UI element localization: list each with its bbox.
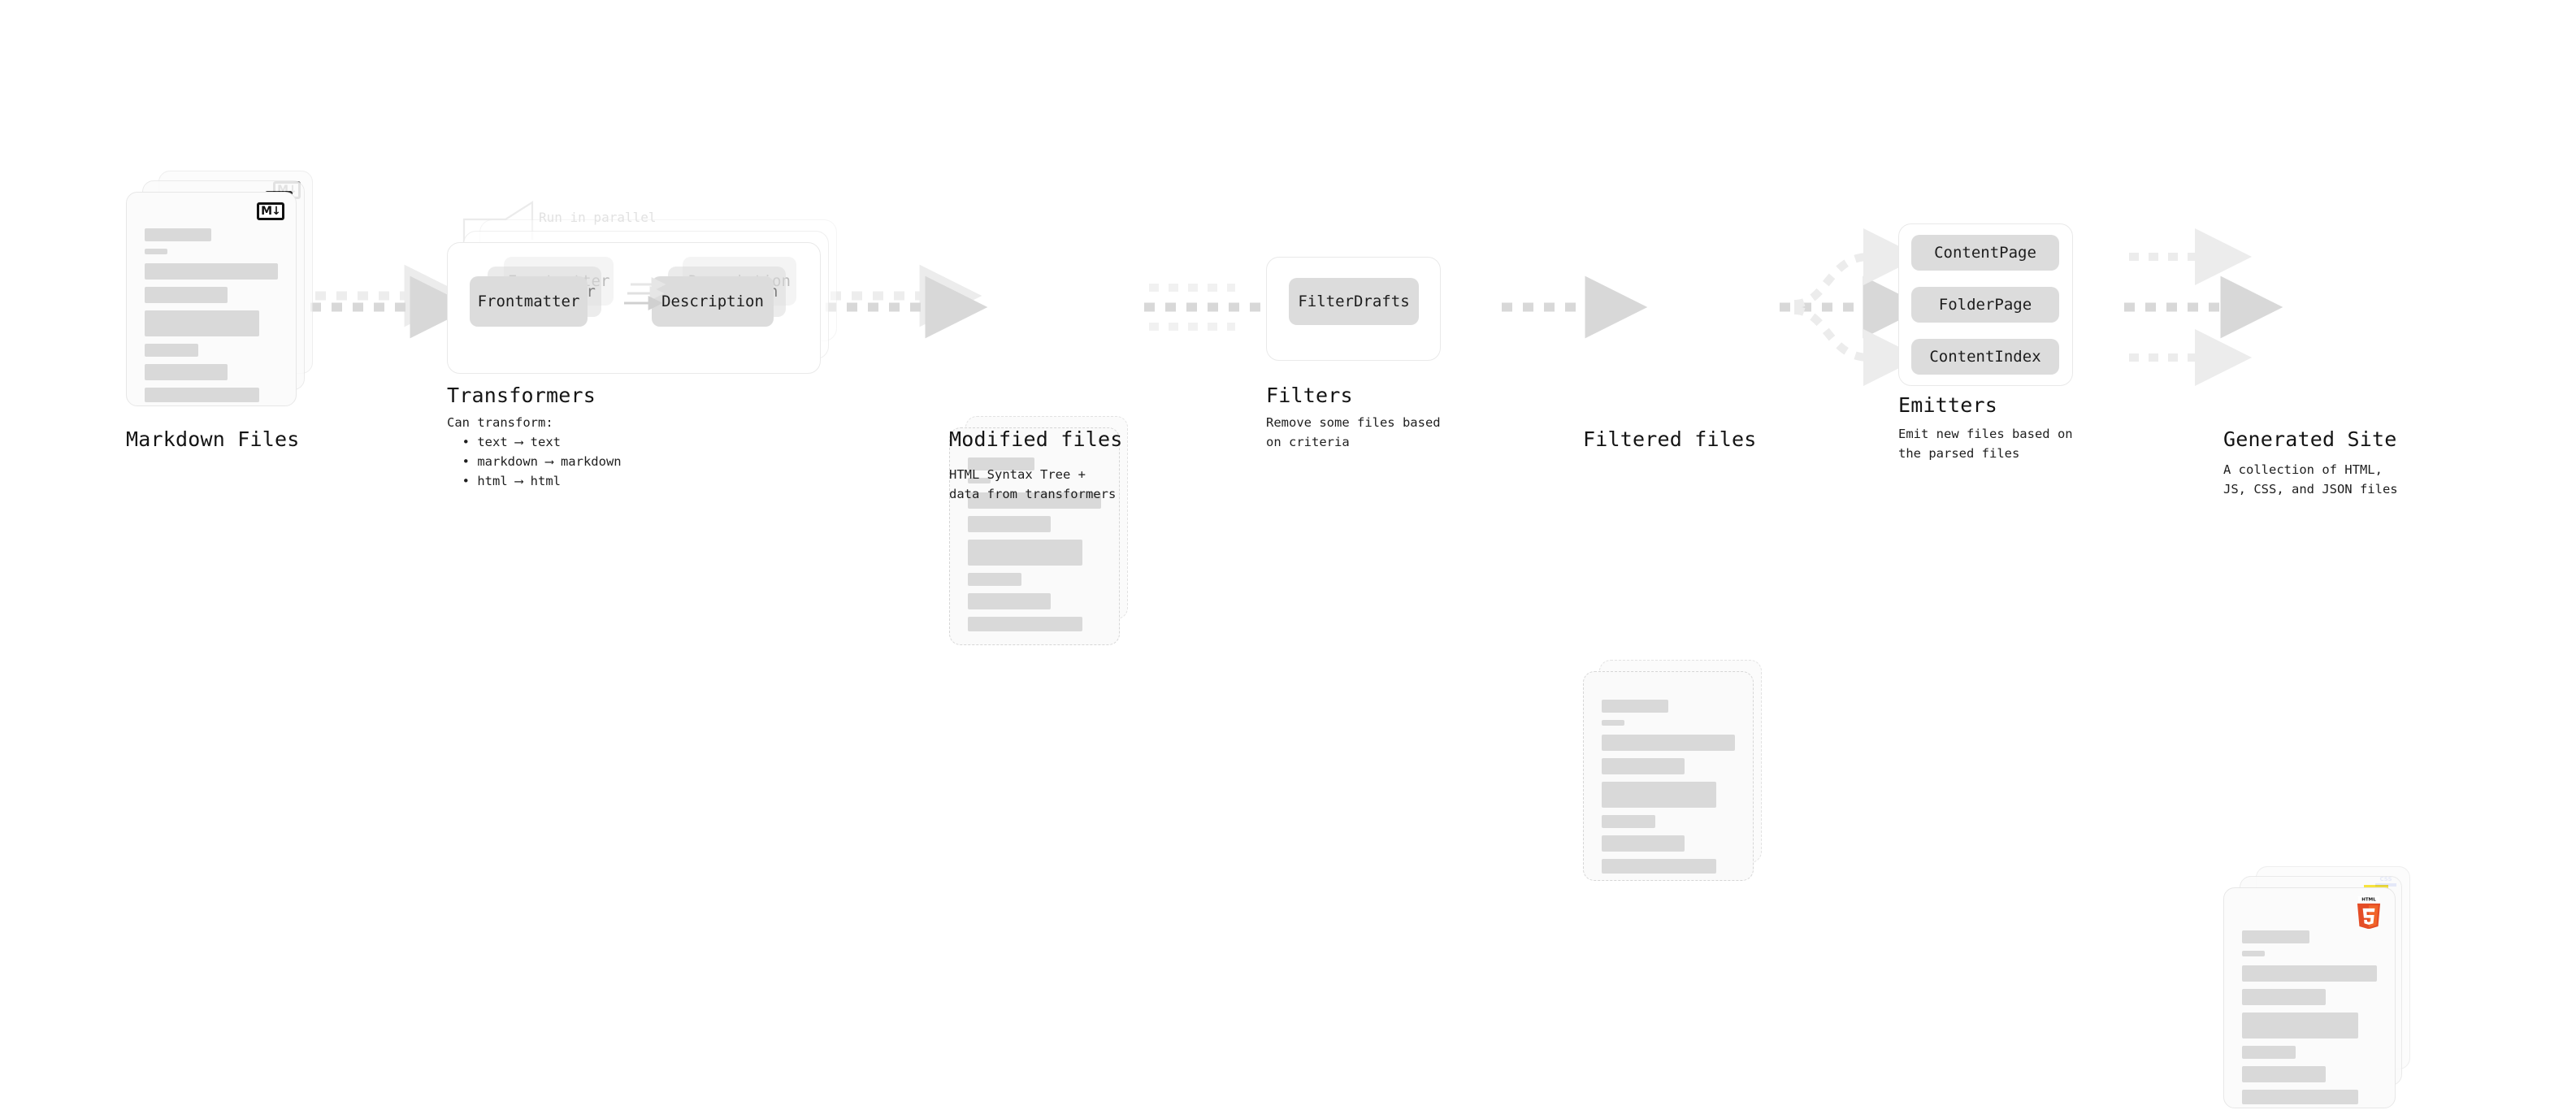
stage-title-transformers: Transformers [447,384,596,407]
card-skeleton [145,228,278,402]
skeleton-bar [1602,782,1717,808]
skeleton-bar [2242,965,2377,982]
stage-title-filtered: Filtered files [1583,427,1757,451]
connector-filtered-to-emitters [1780,228,1926,386]
stage-subtitle-emitters: Emit new files based on the parsed files [1898,427,2073,462]
card-skeleton [2242,930,2377,1104]
skeleton-bar [1602,700,1668,713]
skeleton-bar [145,228,211,241]
html5-icon-glyph: HTML [2357,896,2381,930]
stage-markdown-files: M↓ M↓ M↓ [126,171,313,406]
stage-transformers: Frontmatter Frontmatter Frontmatter Desc… [447,195,837,398]
chip-folderpage[interactable]: FolderPage [1911,287,2059,323]
generated-card-front[interactable]: HTML [2223,887,2396,1108]
skeleton-bar [145,388,260,402]
chip-frontmatter[interactable]: Frontmatter [470,276,588,327]
skeleton-bar [968,540,1083,566]
card-skeleton [1602,700,1735,874]
stage-title-generated: Generated Site [2223,427,2397,451]
skeleton-bar [968,593,1051,609]
skeleton-bar [1602,835,1685,852]
skeleton-bar [968,457,1034,470]
skeleton-bar [2242,989,2326,1005]
skeleton-bar [145,310,260,336]
skeleton-bar [2242,1066,2326,1082]
stage-subtitle-generated: A collection of HTML, JS, CSS, and JSON … [2223,462,2398,497]
skeleton-bar [145,344,198,357]
skeleton-bar [145,364,228,380]
skeleton-bar [145,287,228,303]
skeleton-bar [968,617,1083,631]
skeleton-bar [2242,1012,2358,1038]
chip-contentpage[interactable]: ContentPage [1911,235,2059,271]
stage-title-emitters: Emitters [1898,393,1998,417]
card-skeleton [968,457,1101,631]
skeleton-bar [968,516,1051,532]
chip-contentindex[interactable]: ContentIndex [1911,339,2059,375]
skeleton-bar [968,492,1101,509]
html5-icon: HTML [2354,896,2383,930]
connector-emitters-to-generated [2124,228,2283,386]
markdown-card-front[interactable]: M↓ [126,192,297,406]
skeleton-bar [2242,951,2266,956]
connector-transformers-to-modified [826,264,988,339]
skeleton-bar [968,478,991,483]
stage-emitters: ContentPage FolderPage ContentIndex [1898,223,2085,394]
skeleton-bar [968,573,1021,586]
chip-filterdrafts[interactable]: FilterDrafts [1289,278,1419,325]
modified-card-front[interactable] [949,427,1120,645]
skeleton-bar [2242,1046,2296,1059]
skeleton-bar [1602,758,1685,774]
stage-filters: FilterDrafts [1266,257,1445,362]
skeleton-bar [1602,720,1624,726]
svg-text:HTML: HTML [2361,898,2376,903]
stage-modified-files [949,416,1144,652]
stage-subtitle-transformers: Can transform: • text ⟶ text • markdown … [447,415,622,489]
skeleton-bar [1602,735,1735,751]
markdown-icon: M↓ [257,202,284,220]
connector-markdown-to-transformers [310,264,473,339]
diagram-canvas: M↓ M↓ M↓ Markdown Files Frontmatter [126,171,2410,1108]
filtered-card-front[interactable] [1583,671,1754,881]
stage-subtitle-modified: HTML Syntax Tree + data from transformer… [949,467,1117,502]
stage-filtered-files [1583,660,1778,895]
skeleton-bar [1602,859,1717,874]
annotation-run-in-parallel: Run in parallel [539,210,657,225]
skeleton-bar [2242,1090,2358,1104]
stage-title-markdown: Markdown Files [126,427,300,451]
skeleton-bar [145,249,167,254]
transformer-inner-arrows [624,277,666,310]
skeleton-bar [2242,930,2309,943]
skeleton-bar [145,263,278,280]
connector-modified-to-filters [1144,275,1331,339]
stage-title-filters: Filters [1266,384,1353,407]
chip-description[interactable]: Description [652,276,774,327]
stage-subtitle-filters: Remove some files based on criteria [1266,415,1441,450]
stage-title-modified: Modified files [949,427,1123,451]
skeleton-bar [1602,815,1655,828]
stage-generated-site: CSS HTML [2223,866,2426,1110]
